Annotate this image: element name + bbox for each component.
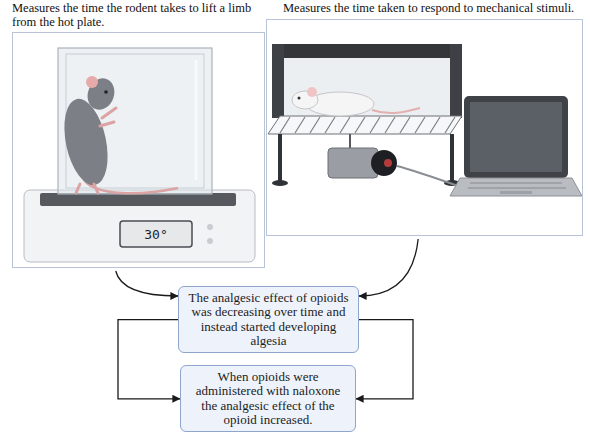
mouse-body — [57, 95, 114, 189]
arrow-connector — [116, 271, 178, 296]
glass-cylinder — [58, 48, 212, 194]
laptop — [450, 96, 582, 196]
result-box: When opioids were administered with nalo… — [180, 365, 356, 432]
panel-frame — [12, 32, 265, 268]
mechanical-apparatus — [268, 44, 470, 190]
laptop-screen — [464, 96, 568, 178]
mouse-eye — [104, 90, 108, 94]
hot-plate-button — [207, 224, 213, 230]
mesh-platform — [268, 116, 462, 134]
laptop-base — [450, 178, 582, 196]
hot-plate-surface — [40, 193, 236, 206]
glass-wall — [58, 48, 212, 194]
arrow-connector — [356, 320, 413, 399]
arrow-connector — [359, 239, 418, 296]
display-reading: 30° — [144, 227, 167, 242]
enclosure-top — [272, 44, 462, 58]
stimulator-light — [384, 159, 392, 167]
stand-leg — [450, 134, 454, 182]
laptop-trackpad — [500, 191, 532, 194]
mouse-ear — [307, 87, 317, 97]
glass-shine — [195, 60, 198, 180]
laptop-display — [470, 102, 562, 172]
mouse-standing — [57, 75, 178, 194]
enclosure-back — [284, 58, 450, 116]
mouse-forepaws — [100, 108, 116, 126]
stimulator-lens — [371, 150, 397, 176]
hot-plate-button — [207, 238, 213, 244]
result-box: The analgesic effect of opioids was decr… — [178, 286, 359, 353]
hot-plate — [24, 190, 255, 262]
box-text: The analgesic effect of opioids was decr… — [186, 291, 351, 348]
experiment-panel: Measures the time taken to respond to me… — [266, 2, 583, 236]
panel-caption: Measures the time the rodent takes to li… — [12, 2, 265, 29]
stimulator-device — [328, 148, 378, 178]
mouse-head — [83, 75, 118, 114]
enclosure-side — [272, 44, 284, 118]
box-text: When opioids were administered with nalo… — [188, 370, 348, 427]
display-screen — [120, 221, 192, 247]
panel-caption: Measures the time taken to respond to me… — [266, 2, 583, 16]
arrow-connector — [118, 320, 180, 399]
mouse-lying — [292, 87, 420, 116]
mouse-tail — [372, 108, 420, 113]
panel-frame — [266, 19, 583, 237]
enclosure-side — [450, 44, 462, 118]
mesh-grid — [280, 117, 455, 133]
mouse-eye — [298, 97, 301, 100]
mouse-ear — [86, 76, 98, 88]
stand-foot — [272, 180, 288, 186]
hot-plate-base — [24, 190, 255, 262]
stand-leg — [278, 134, 282, 182]
mouse-hindpaws — [76, 184, 98, 193]
laptop-keys — [468, 183, 566, 188]
experiment-panel: Measures the time the rodent takes to li… — [12, 2, 265, 268]
